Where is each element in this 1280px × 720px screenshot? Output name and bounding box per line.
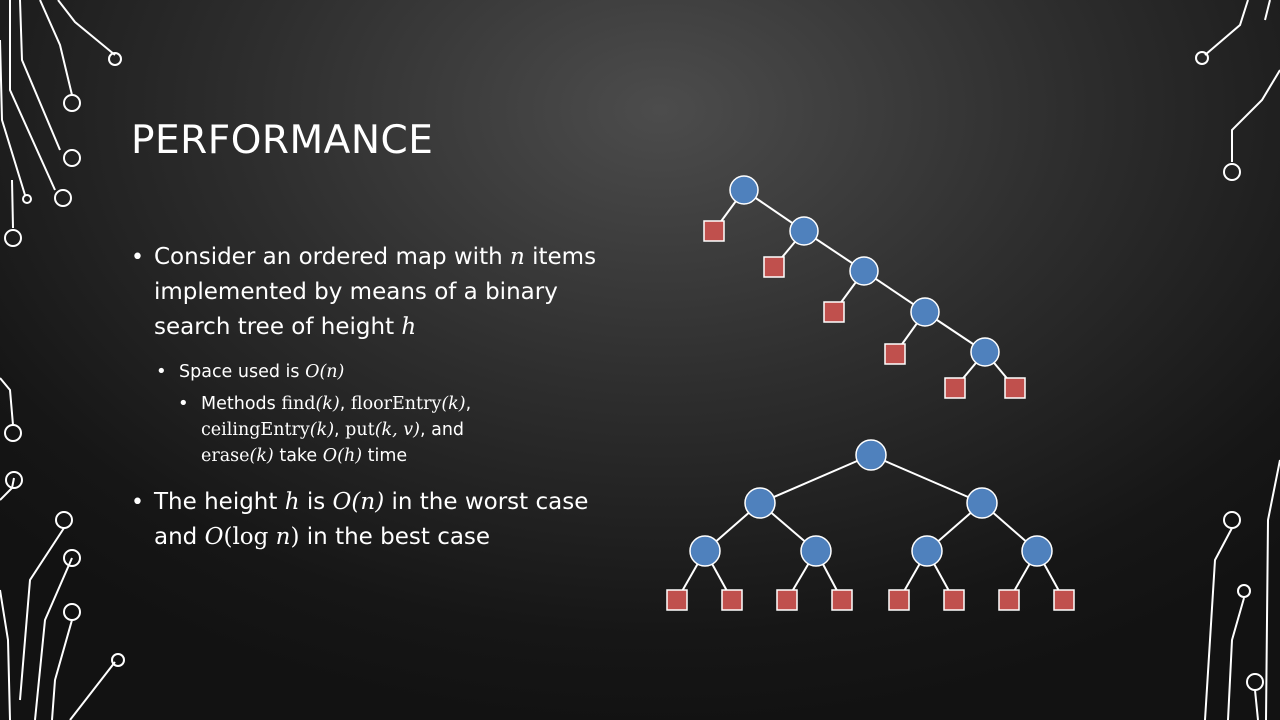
leaf-node <box>944 377 966 399</box>
math-space-complexity: O(n) <box>305 362 345 382</box>
separator: , <box>465 394 472 414</box>
separator: , <box>334 420 346 440</box>
leaf-node <box>1004 377 1026 399</box>
sub-bullet-text: Methods <box>201 394 282 414</box>
bullet-text: in the best case <box>299 524 491 550</box>
math-worst-case: O(n) <box>332 489 385 515</box>
math-n: n <box>509 244 525 270</box>
method-floorentry: floorEntry <box>350 394 442 414</box>
leaf-node <box>831 589 853 611</box>
sub-bullet-text: time <box>362 446 408 466</box>
method-arg: (k) <box>249 446 274 466</box>
math-best-case-o: O <box>204 524 224 550</box>
bullet-list: Consider an ordered map with n items imp… <box>131 240 621 569</box>
sub-bullet-text: Space used is <box>179 362 306 382</box>
internal-node <box>966 487 998 519</box>
circuit-decoration-left <box>0 0 125 720</box>
leaf-node <box>888 589 910 611</box>
math-paren: ) <box>290 524 300 550</box>
math-n: n <box>268 524 291 550</box>
method-put: put <box>345 420 375 440</box>
bullet-text: items implemented by means of a binary s… <box>154 244 597 340</box>
bullet-text: The height <box>154 489 285 515</box>
sub-bullet-text: , and <box>419 420 465 440</box>
degenerate-tree <box>703 175 1026 399</box>
internal-node <box>800 535 832 567</box>
leaf-node <box>776 589 798 611</box>
method-erase: erase <box>201 446 250 466</box>
math-h: h <box>284 489 300 515</box>
bullet-height: The height h is O(n) in the worst case a… <box>131 485 621 555</box>
method-find: find <box>281 394 316 414</box>
bullet-text: is <box>299 489 333 515</box>
method-arg: (k, v) <box>374 420 420 440</box>
bullet-text: in the worst case and <box>154 489 589 550</box>
sub-bullet-text: take <box>273 446 323 466</box>
leaf-node <box>998 589 1020 611</box>
math-time-complexity: O(h) <box>322 446 363 466</box>
leaf-node <box>721 589 743 611</box>
leaf-node <box>823 301 845 323</box>
bullet-text: Consider an ordered map with <box>154 244 510 270</box>
internal-node <box>910 297 940 327</box>
internal-node <box>689 535 721 567</box>
sub-bullet-methods: Methods find(k), floorEntry(k), ceilingE… <box>131 391 621 469</box>
method-arg: (k) <box>441 394 466 414</box>
leaf-node <box>884 343 906 365</box>
internal-node <box>855 439 887 471</box>
tree-diagrams <box>666 175 1075 611</box>
separator: , <box>339 394 351 414</box>
bullet-ordered-map: Consider an ordered map with n items imp… <box>131 240 621 345</box>
internal-node <box>789 216 819 246</box>
leaf-node <box>763 256 785 278</box>
internal-node <box>744 487 776 519</box>
math-h: h <box>401 314 417 340</box>
sub-bullet-space: Space used is O(n) <box>109 359 621 385</box>
leaf-node <box>666 589 688 611</box>
internal-node <box>729 175 759 205</box>
internal-node <box>1021 535 1053 567</box>
math-log: log <box>232 524 269 550</box>
method-arg: (k) <box>315 394 340 414</box>
method-arg: (k) <box>309 420 335 440</box>
math-paren: ( <box>223 524 233 550</box>
internal-node <box>911 535 943 567</box>
internal-node <box>849 256 879 286</box>
slide-title: PERFORMANCE <box>131 118 434 163</box>
leaf-node <box>1053 589 1075 611</box>
internal-node <box>970 337 1000 367</box>
leaf-node <box>943 589 965 611</box>
leaf-node <box>703 220 725 242</box>
balanced-tree <box>666 439 1075 611</box>
method-ceilingentry: ceilingEntry <box>201 420 310 440</box>
